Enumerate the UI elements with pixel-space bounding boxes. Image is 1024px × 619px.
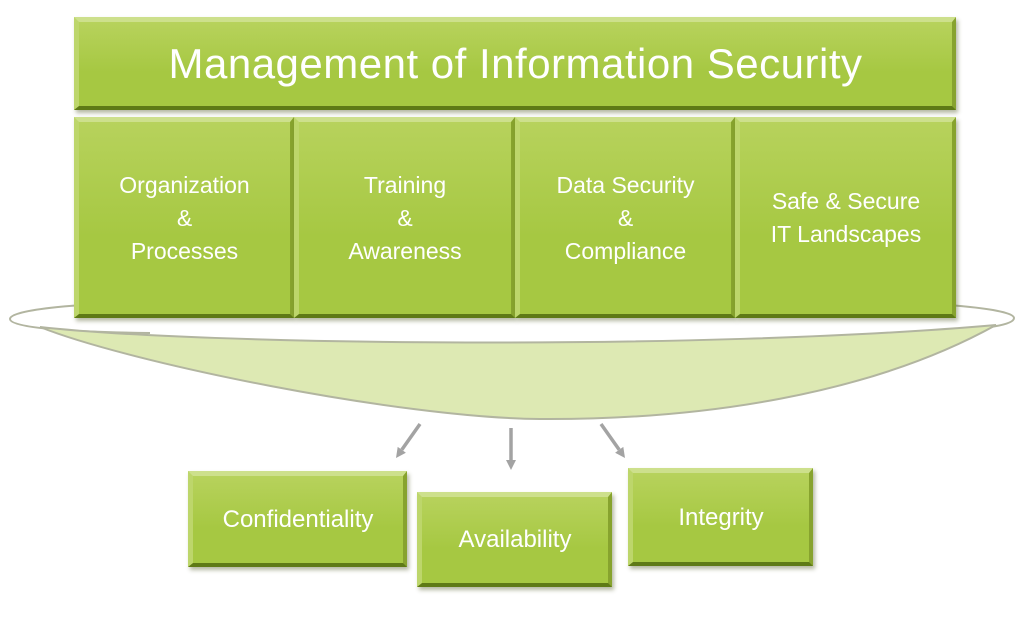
page-title: Management of Information Security	[168, 40, 863, 87]
pillar-box-data-security-compliance: Data Security & Compliance	[515, 117, 735, 318]
outcome-label: Confidentiality	[222, 505, 374, 533]
funnel-shape	[39, 324, 997, 421]
pillar-line: Organization	[119, 171, 250, 198]
pillar-box-training-awareness: Training & Awareness	[294, 117, 515, 318]
pillar-line: IT Landscapes	[770, 221, 922, 247]
pillar-box-organization-processes: Organization & Processes	[74, 117, 294, 318]
pillar-line: &	[176, 204, 193, 231]
outcome-box-integrity: Integrity	[628, 468, 813, 566]
pillar-line: Training	[363, 171, 447, 198]
arrow-left-icon	[396, 422, 422, 458]
arrow-middle-icon	[506, 428, 516, 470]
pillar-line: &	[397, 204, 413, 231]
outcome-label: Availability	[458, 526, 572, 553]
pillar-box-safe-secure-it-landscapes: Safe & Secure IT Landscapes	[735, 117, 956, 318]
outcome-box-confidentiality: Confidentiality	[188, 471, 407, 567]
pillar-line: Processes	[130, 237, 239, 264]
pillar-line: Compliance	[564, 237, 687, 264]
title-box: Management of Information Security	[74, 17, 956, 110]
arrow-right-icon	[599, 422, 625, 458]
pillar-line: Safe & Secure	[771, 188, 921, 214]
pillar-line: Awareness	[348, 237, 462, 264]
outcome-label: Integrity	[678, 503, 764, 531]
pillar-line: &	[617, 204, 634, 231]
pillar-line: Data Security	[556, 171, 695, 198]
outcome-box-availability: Availability	[417, 492, 612, 587]
